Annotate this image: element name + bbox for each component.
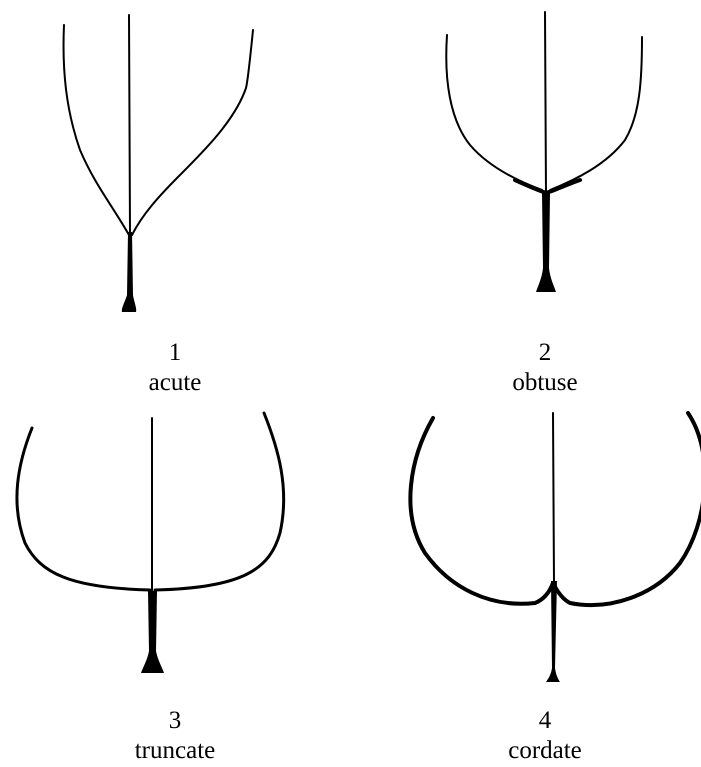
acute-right-margin — [131, 29, 254, 236]
cordate-right-margin — [551, 411, 701, 608]
acute-petiole — [121, 232, 137, 312]
obtuse-petiole — [536, 193, 556, 292]
leaf-number: 3 — [168, 707, 182, 734]
leaf-number: 2 — [538, 339, 552, 366]
cordate-midrib — [552, 412, 555, 584]
truncate-left-margin — [15, 426, 152, 592]
cordate-base-drawing — [408, 411, 701, 682]
cordate-petiole — [546, 581, 560, 682]
cordate-left-margin — [408, 416, 555, 606]
leaf-number: 1 — [168, 339, 182, 366]
acute-left-margin — [62, 24, 130, 236]
truncate-right-margin — [153, 411, 286, 592]
acute-base-drawing — [62, 14, 254, 312]
acute-midrib — [128, 14, 131, 233]
obtuse-right-margin — [549, 36, 643, 191]
leaf-shape-name: obtuse — [512, 369, 578, 396]
leaf-shape-name: truncate — [134, 737, 216, 764]
obtuse-base-drawing — [445, 11, 643, 292]
truncate-base-diagram: 3 truncate — [0, 383, 350, 766]
leaf-shape-name: cordate — [508, 737, 582, 764]
cordate-base-diagram: 4 cordate — [370, 383, 701, 766]
obtuse-left-margin — [445, 34, 543, 191]
truncate-petiole — [141, 591, 164, 673]
leaf-shape-name: acute — [148, 369, 202, 396]
leaf-number: 4 — [538, 707, 552, 734]
obtuse-base-diagram: 2 obtuse — [370, 0, 701, 396]
acute-base-diagram: 1 acute — [0, 0, 350, 396]
truncate-base-drawing — [15, 411, 286, 673]
obtuse-midrib — [544, 11, 547, 196]
